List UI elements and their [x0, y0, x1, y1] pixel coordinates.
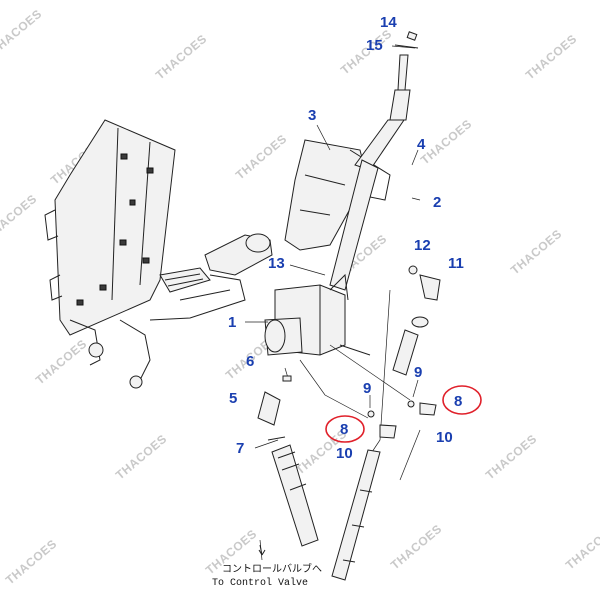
watermark: THACOES	[388, 522, 445, 573]
frame-bracket	[44, 119, 176, 389]
destination-caption: コントロールバルブへ To Control Valve	[212, 562, 322, 589]
label-part-1: 1	[228, 314, 236, 331]
tube	[392, 329, 419, 376]
watermark: THACOES	[3, 537, 60, 588]
watermark: THACOES	[563, 522, 600, 573]
watermark: THACOES	[113, 432, 170, 483]
plug-6	[282, 375, 292, 382]
watermark: THACOES	[508, 227, 565, 278]
elbow-11	[419, 274, 441, 301]
steering-column	[329, 31, 419, 291]
label-part-3: 3	[308, 107, 316, 124]
o-ring-9a	[367, 410, 375, 418]
watermark: THACOES	[523, 32, 580, 83]
adapter	[411, 316, 429, 328]
column-bracket	[284, 139, 391, 251]
label-part-9-right: 9	[414, 364, 422, 381]
watermark: THACOES	[33, 337, 90, 388]
label-part-6: 6	[246, 353, 254, 370]
highlight-circle-8-left	[325, 415, 365, 443]
elbow-5	[257, 391, 281, 426]
connector-8b	[419, 402, 437, 416]
label-part-15: 15	[366, 37, 383, 54]
label-part-10-right: 10	[436, 429, 453, 446]
hoses	[271, 444, 381, 581]
watermark: THACOES	[418, 117, 475, 168]
watermark: THACOES	[483, 432, 540, 483]
watermark: THACOES	[0, 7, 45, 58]
label-part-2: 2	[433, 194, 441, 211]
label-part-9-left: 9	[363, 380, 371, 397]
o-ring-12	[408, 265, 418, 275]
label-part-8-right: 8	[454, 393, 462, 410]
watermark: THACOES	[0, 192, 40, 243]
caption-japanese: コントロールバルブへ	[222, 562, 322, 576]
valve-body	[264, 273, 371, 356]
watermark: THACOES	[153, 32, 210, 83]
hose-center	[331, 449, 381, 581]
fittings	[257, 265, 441, 441]
part-labels: 14 15 3 4 2 12 11 13 1 6 9 9 5 8 8 10 10…	[228, 14, 464, 462]
highlight-markers	[325, 385, 482, 443]
watermark: THACOES	[233, 132, 290, 183]
clamp-7	[267, 436, 286, 441]
leader-lines	[245, 45, 421, 561]
hose-to-valve	[271, 444, 319, 547]
label-part-12: 12	[414, 237, 431, 254]
label-part-13: 13	[268, 255, 285, 272]
connector-8a	[379, 424, 397, 439]
label-part-4: 4	[417, 136, 426, 153]
label-part-7: 7	[236, 440, 244, 457]
pedal-assembly	[149, 233, 273, 321]
label-part-14: 14	[380, 14, 397, 31]
label-part-11: 11	[448, 255, 464, 272]
to-control-valve-arrow	[258, 544, 266, 556]
o-ring-9b	[407, 400, 415, 408]
label-part-5: 5	[229, 390, 237, 407]
highlight-circle-8-right	[442, 385, 482, 415]
label-part-10-left: 10	[336, 445, 353, 462]
label-part-8-left: 8	[340, 421, 348, 438]
caption-english: To Control Valve	[212, 577, 308, 589]
